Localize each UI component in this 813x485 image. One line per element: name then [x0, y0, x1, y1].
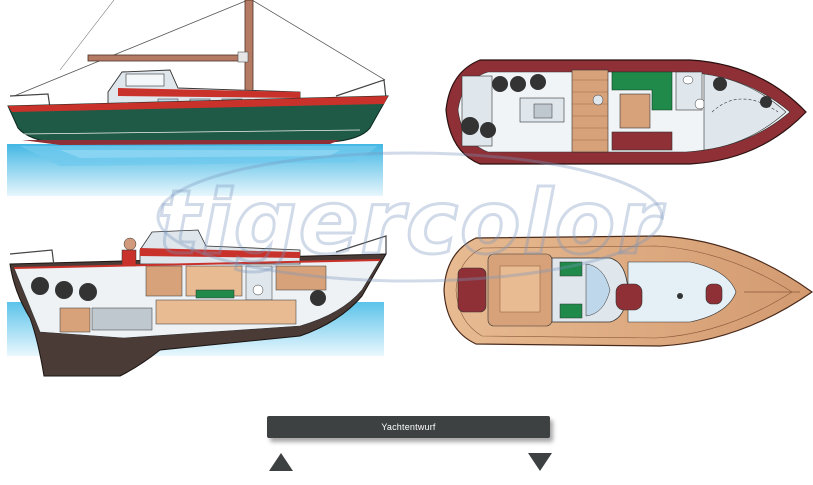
caption-title: Yachtentwurf	[267, 416, 550, 438]
cutaway-section	[7, 229, 387, 377]
boom	[87, 54, 247, 62]
interior-plan-view	[445, 59, 807, 165]
side-elevation	[7, 0, 389, 196]
triangle-up-icon	[269, 453, 293, 471]
deck-plan-view	[443, 235, 813, 347]
next-button[interactable]	[527, 452, 553, 472]
mast	[244, 0, 254, 99]
triangle-down-icon	[528, 453, 552, 471]
previous-button[interactable]	[268, 452, 294, 472]
